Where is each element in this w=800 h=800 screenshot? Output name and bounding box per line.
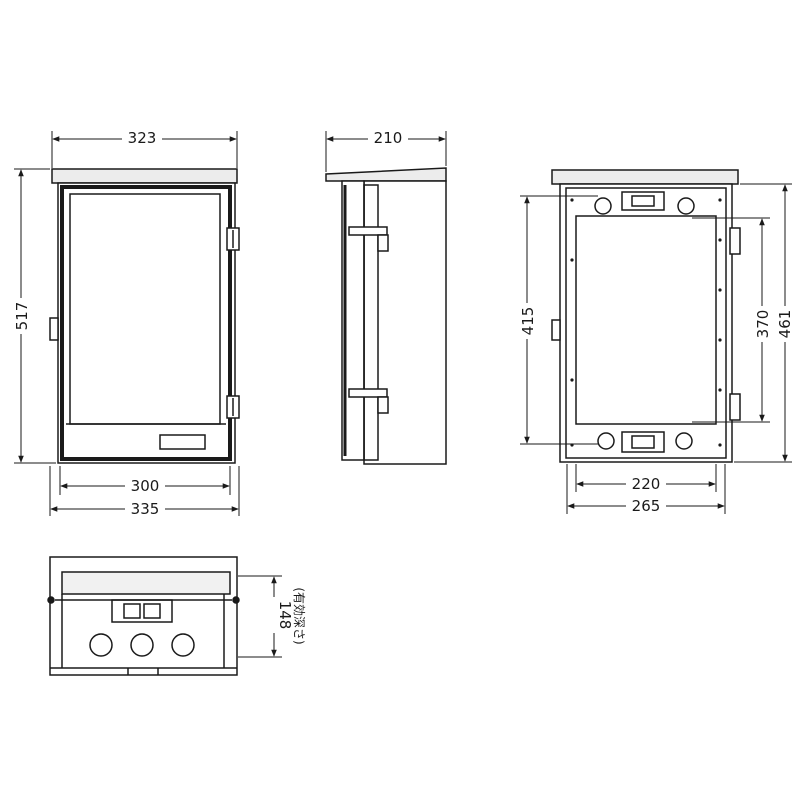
back-roof xyxy=(551,169,739,185)
dim-210: 210 xyxy=(374,129,403,147)
front-latch xyxy=(49,317,59,341)
side-view xyxy=(325,167,447,465)
side-body xyxy=(363,180,447,465)
top-view xyxy=(47,556,240,676)
front-label-plate xyxy=(159,434,206,450)
back-hole-tl xyxy=(594,197,612,215)
dim-323: 323 xyxy=(128,129,157,147)
knockout-hole-3 xyxy=(171,633,195,657)
back-latch xyxy=(551,319,561,341)
back-mount-plate xyxy=(575,215,717,425)
front-roof xyxy=(51,168,238,184)
dim-517: 517 xyxy=(13,302,31,331)
side-hinge-top xyxy=(348,226,388,236)
side-hinge-bottom xyxy=(348,388,388,398)
dim-335: 335 xyxy=(131,500,160,518)
knockout-hole-1 xyxy=(89,633,113,657)
side-roof xyxy=(325,167,447,182)
dim-415: 415 xyxy=(519,307,537,336)
dim-370: 370 xyxy=(754,310,772,339)
back-bottom-bracket xyxy=(621,431,665,453)
back-hinge-top xyxy=(729,227,741,255)
back-body xyxy=(559,183,733,463)
back-hole-br xyxy=(675,432,693,450)
dim-265: 265 xyxy=(632,497,661,515)
back-top-bracket xyxy=(621,191,665,211)
top-bracket xyxy=(111,599,173,623)
front-door-frame xyxy=(60,185,232,461)
effective-depth-note: (有効深さ) xyxy=(292,587,307,644)
dim-148: 148 xyxy=(276,601,294,630)
dim-461: 461 xyxy=(776,310,794,339)
top-roof xyxy=(61,571,231,595)
dim-220: 220 xyxy=(632,475,661,493)
back-hole-tr xyxy=(677,197,695,215)
knockout-hole-2 xyxy=(130,633,154,657)
front-body xyxy=(57,182,236,464)
front-view xyxy=(49,168,240,464)
dim-300: 300 xyxy=(131,477,160,495)
back-view xyxy=(551,169,741,463)
back-hinge-bottom xyxy=(729,393,741,421)
back-hole-bl xyxy=(597,432,615,450)
